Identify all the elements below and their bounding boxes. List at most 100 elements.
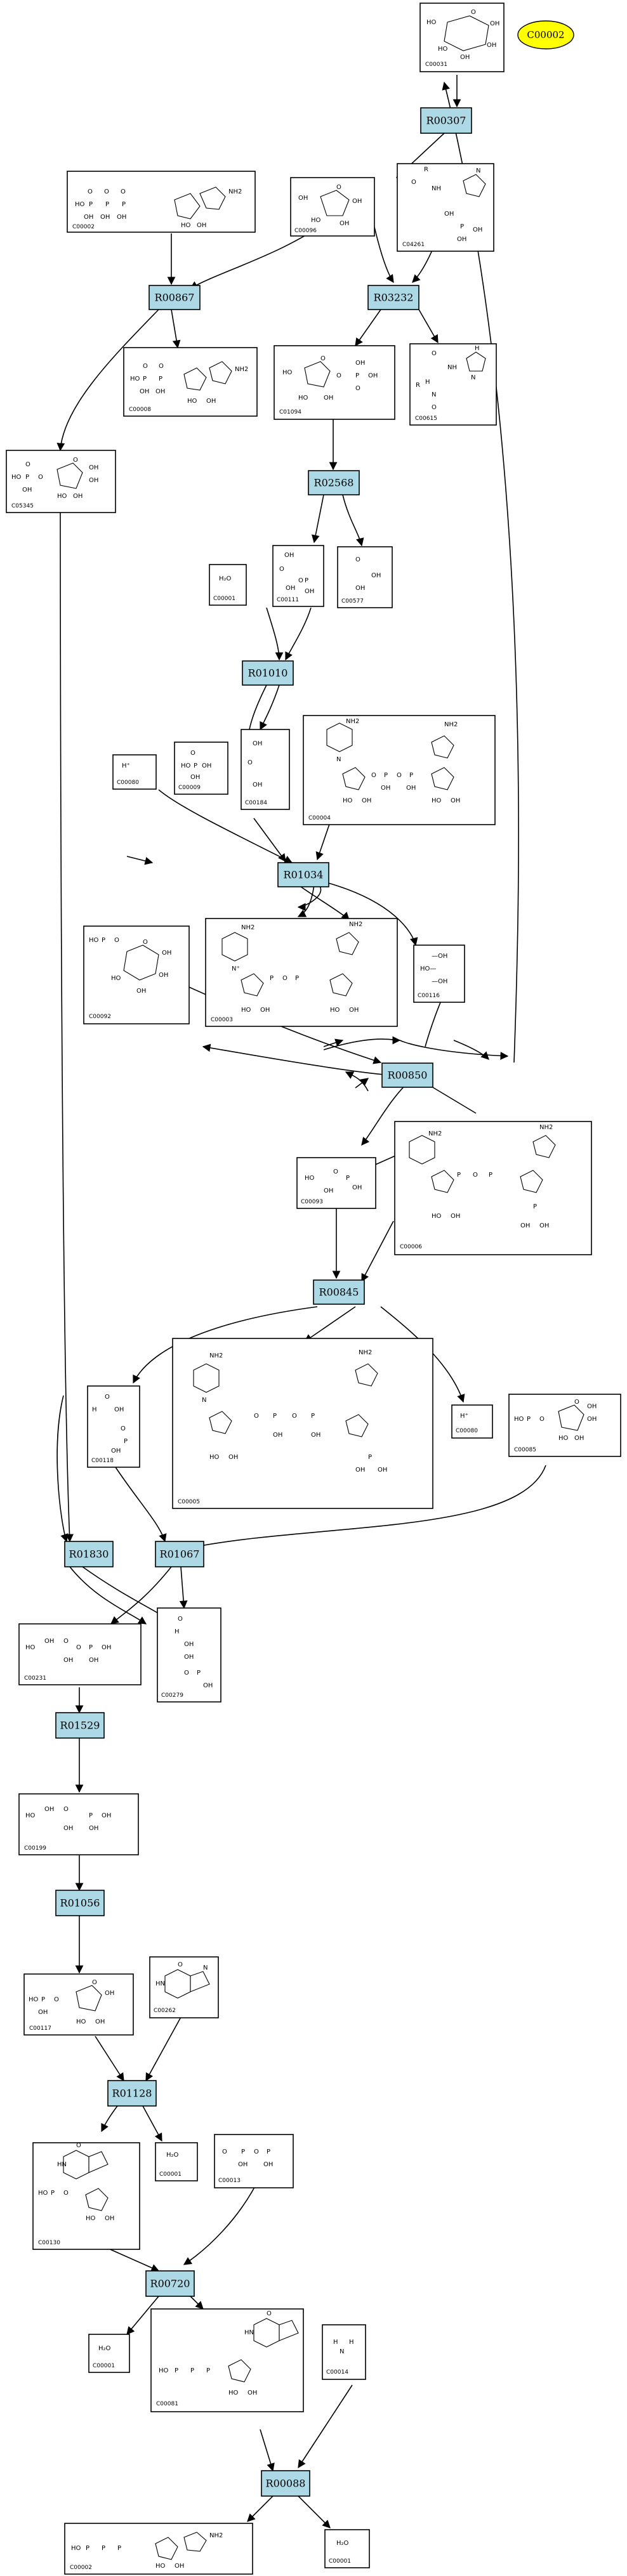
structure-ring [326, 722, 353, 752]
reaction-R00088[interactable]: R00088 [261, 2470, 310, 2497]
reaction-R02568[interactable]: R02568 [308, 470, 360, 495]
compound-C00002[interactable]: HO P P P O O O OH OH OH NH2 HO OH C00002 [67, 171, 256, 233]
atom-label: —OH [432, 978, 447, 985]
compound-C05345[interactable]: O OH OH HO P O O OH HO OH C05345 [6, 450, 116, 513]
compound-C00002-bottom[interactable]: HO P P P NH2 HO OH C00002 [64, 2523, 253, 2575]
atom-label: OH [253, 740, 262, 747]
atom-label: OH [355, 360, 365, 367]
reaction-R00307[interactable]: R00307 [420, 107, 472, 134]
reaction-edge [453, 1040, 489, 1060]
atom-label: HO [558, 1435, 569, 1442]
compound-C00009[interactable]: O HO P OH OH C00009 [174, 742, 228, 795]
reaction-R01010[interactable]: R01010 [242, 660, 294, 686]
compound-C00001-d[interactable]: H₂O C00001 [324, 2529, 370, 2568]
compound-C00013[interactable]: O P O P OH OH C00013 [214, 2134, 294, 2188]
compound-C00279[interactable]: O H OH OH O P OH C00279 [157, 1607, 221, 1703]
compound-C00262[interactable]: O HN N C00262 [149, 1956, 219, 2018]
compound-label: C05345 [11, 503, 34, 509]
compound-C00004[interactable]: NH2 N O P O P OH OH NH2 HO OH HO OH C000… [303, 715, 496, 825]
reaction-R01067[interactable]: R01067 [155, 1541, 204, 1567]
compound-C00001-b[interactable]: H₂O C00001 [155, 2142, 198, 2181]
atom-label: O [282, 975, 287, 982]
compound-label: C00117 [29, 2025, 51, 2032]
reaction-R00850[interactable]: R00850 [381, 1062, 433, 1088]
atom-label: N [336, 756, 341, 763]
atom-label: O [279, 566, 284, 573]
compound-C00085[interactable]: O OH OH HO P O HO OH C00085 [508, 1394, 621, 1457]
atom-label: H [425, 379, 430, 386]
compound-C00577[interactable]: O OH OH C00577 [337, 546, 393, 608]
compound-C00080-b[interactable]: H⁺ C00080 [451, 1404, 493, 1439]
atom-label: OH [381, 785, 390, 792]
compound-C00199[interactable]: OH O P OH HO OH OH C00199 [18, 1793, 139, 1855]
atom-label: N [203, 1965, 208, 1971]
atom-label: O [432, 350, 437, 357]
compound-C01094[interactable]: O HO O P OH OH O HO OH C01094 [274, 345, 395, 420]
compound-C00008[interactable]: HO P P O O OH OH NH2 HO OH C00008 [123, 347, 258, 417]
compound-C00014[interactable]: H N H C00014 [322, 2324, 366, 2380]
atom-label: P [25, 474, 29, 481]
compound-C00118[interactable]: O H OH O P OH C00118 [87, 1385, 140, 1468]
structure-ring [431, 1170, 454, 1193]
structure-ring [329, 973, 353, 997]
atom-label: HO [76, 2018, 86, 2025]
atom-label: H [333, 2339, 338, 2346]
reaction-label: R00850 [388, 1069, 428, 1082]
reaction-edge [145, 2017, 182, 2082]
reaction-edge [311, 494, 324, 544]
compound-C00092[interactable]: HO P O O OH OH HO OH C00092 [83, 925, 190, 1024]
atom-label: HO [38, 2190, 48, 2197]
atom-label: P [89, 201, 93, 208]
atom-label: NH2 [359, 1349, 372, 1356]
atom-label: HO [432, 1213, 442, 1220]
structure-ring [76, 1985, 102, 2011]
reaction-label: R00088 [266, 2478, 306, 2490]
reaction-R00867[interactable]: R00867 [148, 285, 201, 310]
reaction-R03232[interactable]: R03232 [367, 285, 419, 310]
compound-C00006[interactable]: NH2 P O P NH2 HO OH P OH OH C00006 [394, 1121, 592, 1255]
compound-C00231[interactable]: OH O O P OH HO OH OH C00231 [18, 1623, 142, 1685]
compound-C00005[interactable]: NH2 N O P O P OH OH NH2 HO OH P OH OH C0… [172, 1338, 433, 1509]
atom-label: P [175, 2367, 178, 2374]
reaction-R01830[interactable]: R01830 [64, 1541, 114, 1567]
atom-label: HO [130, 376, 140, 382]
structure-ring [532, 1135, 556, 1158]
atom-label: OH [263, 2161, 273, 2168]
compound-C00001-a[interactable]: H₂O C00001 [209, 564, 247, 606]
compound-C00002-top[interactable]: C00002 [517, 20, 574, 49]
compound-C00111[interactable]: OH O O P OH OH C00111 [272, 545, 324, 607]
compound-C00081[interactable]: O HN HO P P P HO OH C00081 [150, 2308, 304, 2412]
reaction-R01034[interactable]: R01034 [277, 862, 329, 887]
compound-C00096[interactable]: O OH OH HO OH C00096 [290, 177, 375, 237]
structure-ring [209, 361, 232, 384]
reaction-R01056[interactable]: R01056 [55, 1890, 105, 1916]
atom-label: HO [181, 762, 191, 769]
compound-C00117[interactable]: O OH HO P O OH HO OH C00117 [23, 1973, 134, 2036]
compound-C00080[interactable]: H⁺ C00080 [112, 754, 157, 790]
atom-label: OH [352, 198, 362, 205]
reaction-R01529[interactable]: R01529 [55, 1712, 105, 1739]
atom-label: OH [490, 20, 499, 27]
compound-C00003[interactable]: NH2 N⁺ P O P NH2 HO OH HO OH C00003 [205, 918, 398, 1027]
atom-label: NH2 [346, 718, 359, 725]
reaction-R01128[interactable]: R01128 [107, 2080, 157, 2107]
atom-label: OH [305, 588, 314, 595]
compound-label: C00092 [89, 1014, 111, 1020]
atom-label: HO [330, 1007, 340, 1014]
compound-C00031[interactable]: HO O OH OH HO OH C00031 [419, 3, 505, 72]
atom-label: HO [89, 937, 99, 944]
compound-C00184[interactable]: OH O OH C00184 [241, 729, 290, 810]
reaction-R00720[interactable]: R00720 [145, 2270, 195, 2297]
compound-C00001-c[interactable]: H₂O C00001 [88, 2334, 130, 2373]
reaction-edge [171, 309, 181, 349]
compound-C00130[interactable]: O HN HO P O HO OH C00130 [32, 2142, 140, 2250]
atom-label: O [471, 9, 476, 16]
reaction-R00845[interactable]: R00845 [313, 1279, 365, 1305]
atom-label: P [489, 1172, 492, 1179]
compound-C04261[interactable]: R O NH N OH P OH OH C04261 [397, 163, 494, 252]
atom-label: O [114, 937, 119, 944]
atom-label: N [432, 391, 436, 398]
compound-C00093[interactable]: O P HO OH OH C00093 [296, 1157, 376, 1209]
compound-C00116[interactable]: —OH HO— —OH C00116 [413, 945, 465, 1003]
compound-C00615[interactable]: O NH H N R H N O C00615 [409, 343, 497, 426]
